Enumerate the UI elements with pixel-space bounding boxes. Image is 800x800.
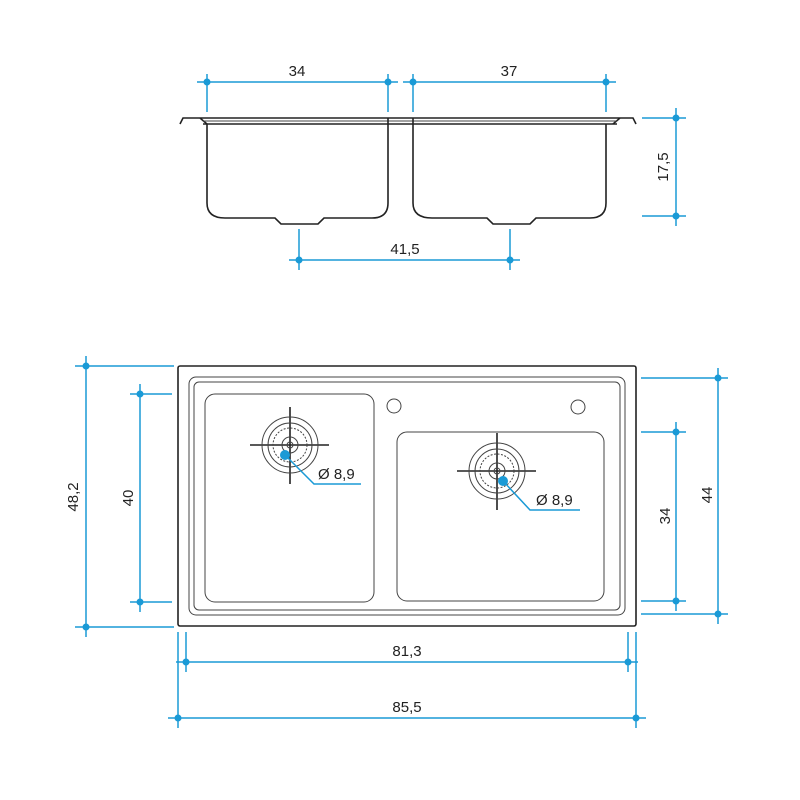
tap-hole xyxy=(570,399,586,415)
dimension-inner-width: 81,3 xyxy=(176,632,638,672)
right-drain: Ø 8,9 xyxy=(457,433,580,511)
tap-hole xyxy=(386,398,402,414)
right-bowl-profile xyxy=(412,118,607,225)
dimension-inner-depth: 44 xyxy=(641,368,728,624)
left-drain: Ø 8,9 xyxy=(250,407,361,485)
dimension-label: 44 xyxy=(699,487,716,504)
dimension-left-bowl-length: 40 xyxy=(120,384,172,612)
dimension-label: 41,5 xyxy=(390,241,419,258)
drain-diameter-label: Ø 8,9 xyxy=(536,492,573,509)
dimension-label: 85,5 xyxy=(392,699,421,716)
sink-outline xyxy=(177,365,637,627)
dimension-left-bowl-width: 34 xyxy=(197,63,398,112)
top-view: Ø 8,9 Ø 8,9 48,2 40 44 xyxy=(65,356,728,728)
dimension-label: 17,5 xyxy=(655,152,672,181)
side-view: 34 37 17,5 41,5 xyxy=(179,63,686,270)
dimension-overall-width: 85,5 xyxy=(168,632,646,728)
dimension-overall-depth: 48,2 xyxy=(65,356,174,637)
dimension-right-bowl-length: 34 xyxy=(641,422,686,611)
dimension-right-bowl-width: 37 xyxy=(403,63,616,112)
dimension-label: 40 xyxy=(120,490,137,507)
right-bowl xyxy=(396,431,605,602)
dimension-label: 48,2 xyxy=(65,482,82,511)
dimension-label: 34 xyxy=(289,63,306,80)
dimension-drain-spacing: 41,5 xyxy=(289,229,520,270)
left-bowl xyxy=(204,393,375,603)
dimension-label: 81,3 xyxy=(392,643,421,660)
dimension-label: 37 xyxy=(501,63,518,80)
dimension-label: 34 xyxy=(657,508,674,525)
left-bowl-profile xyxy=(206,118,389,225)
dimension-depth: 17,5 xyxy=(642,108,686,226)
drain-diameter-label: Ø 8,9 xyxy=(318,466,355,483)
